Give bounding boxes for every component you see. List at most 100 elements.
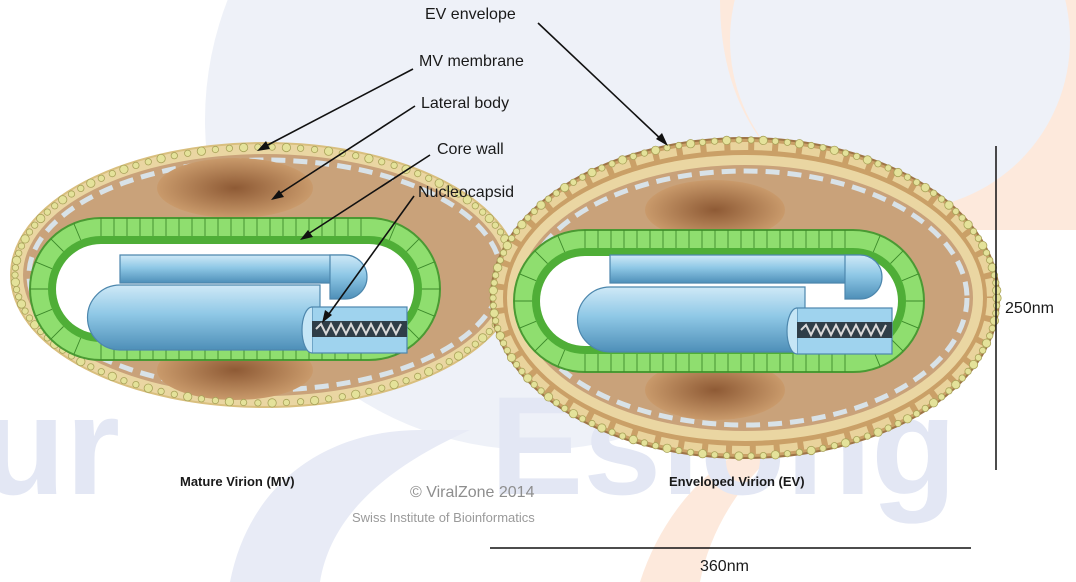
ev-spike	[687, 449, 693, 455]
ev-spike	[854, 436, 860, 442]
ev-spike	[904, 174, 910, 180]
ev-nucleocapsid-front-tube	[578, 287, 806, 352]
ev-spike	[903, 415, 911, 423]
mv-spike	[212, 397, 218, 403]
mv-spike	[212, 146, 218, 152]
ev-spike	[930, 190, 936, 196]
ev-spike	[629, 435, 637, 443]
mv-spike	[37, 214, 45, 222]
ev-spike	[959, 215, 965, 221]
mv-spike	[88, 364, 94, 370]
ev-spike	[589, 420, 595, 426]
mv-spike	[59, 196, 67, 204]
mv-spike	[268, 399, 276, 407]
mv-spike	[446, 358, 452, 364]
ev-spike	[490, 309, 498, 317]
scale-label-width: 360nm	[700, 558, 749, 576]
mv-spike	[16, 294, 22, 300]
mv-spike	[144, 384, 152, 392]
mv-spike	[454, 352, 462, 360]
mv-spike	[226, 145, 232, 151]
ev-spike	[641, 150, 647, 156]
mv-spike	[225, 398, 233, 406]
credit-sib: Swiss Institute of Bioinformatics	[352, 510, 535, 525]
mv-spike	[311, 146, 317, 152]
mv-spike	[98, 175, 104, 181]
ev-spike	[864, 433, 870, 439]
mv-spike	[425, 368, 433, 376]
mv-spike	[480, 209, 486, 215]
mv-spike	[255, 400, 261, 406]
mv-spike	[198, 396, 204, 402]
ev-spike	[965, 368, 971, 374]
mv-spike	[269, 144, 275, 150]
ev-spike	[979, 241, 987, 249]
ev-spike	[513, 228, 519, 234]
ev-nucleocapsid-bend	[845, 255, 882, 299]
mv-spike	[366, 388, 372, 394]
label-nucleocapsid: Nucleocapsid	[418, 184, 514, 202]
mv-spike	[12, 272, 18, 278]
mv-spike	[353, 153, 359, 159]
ev-spike	[987, 333, 993, 339]
ev-spike	[885, 425, 891, 431]
ev-spike	[784, 451, 790, 457]
mv-spike	[391, 162, 397, 168]
arrowhead-ev-envelope	[656, 133, 668, 146]
ev-spike	[760, 452, 766, 458]
ev-spike	[503, 241, 511, 249]
mv-spike	[109, 170, 115, 176]
credit-viralzone: © ViralZone 2014	[410, 484, 534, 502]
mv-spike	[426, 175, 432, 181]
ev-spike	[820, 145, 826, 151]
mv-spike	[485, 214, 493, 222]
ev-spike	[929, 399, 937, 407]
ev-spike	[500, 250, 506, 256]
ev-spike	[531, 208, 537, 214]
mv-spike	[12, 265, 18, 271]
mv-spike	[472, 203, 478, 209]
ev-spike	[771, 451, 779, 459]
ev-spike	[492, 318, 498, 324]
label-ev-envelope: EV envelope	[425, 6, 516, 24]
mv-spike	[324, 147, 332, 155]
ev-spike	[831, 443, 837, 449]
ev-spike	[983, 250, 989, 256]
mv-spike	[26, 315, 32, 321]
ev-spike	[676, 142, 682, 148]
ev-spike	[990, 317, 998, 325]
ev-spike	[874, 428, 882, 436]
ev-spike	[579, 174, 585, 180]
ev-spike	[922, 405, 928, 411]
ev-spike	[841, 439, 849, 447]
mv-nucleocapsid-cut	[302, 307, 407, 353]
ev-spike	[561, 183, 569, 191]
mv-nucleocapsid-front-tube	[88, 285, 321, 350]
ev-spike	[579, 416, 585, 422]
ev-spike	[796, 449, 802, 455]
ev-spike	[609, 429, 615, 435]
ev-spike	[970, 228, 976, 234]
ev-spike	[895, 420, 901, 426]
ev-spike	[652, 443, 658, 449]
mv-spike	[379, 385, 385, 391]
mv-spike	[98, 369, 104, 375]
ev-spike	[952, 380, 960, 388]
mv-spike	[52, 203, 58, 209]
ev-spike	[490, 302, 496, 308]
ev-spike	[619, 433, 625, 439]
ev-spike	[959, 375, 965, 381]
ev-spike	[987, 257, 993, 263]
ev-spike	[507, 353, 515, 361]
mv-spike	[339, 394, 345, 400]
ev-spike	[863, 156, 871, 164]
ev-spike	[975, 235, 981, 241]
ev-spike	[519, 368, 525, 374]
mv-spike	[11, 278, 19, 286]
mv-spike	[133, 381, 139, 387]
mv-spike	[497, 229, 503, 235]
mv-spike	[282, 143, 290, 151]
mv-spike	[32, 222, 38, 228]
mv-spike	[158, 388, 164, 394]
